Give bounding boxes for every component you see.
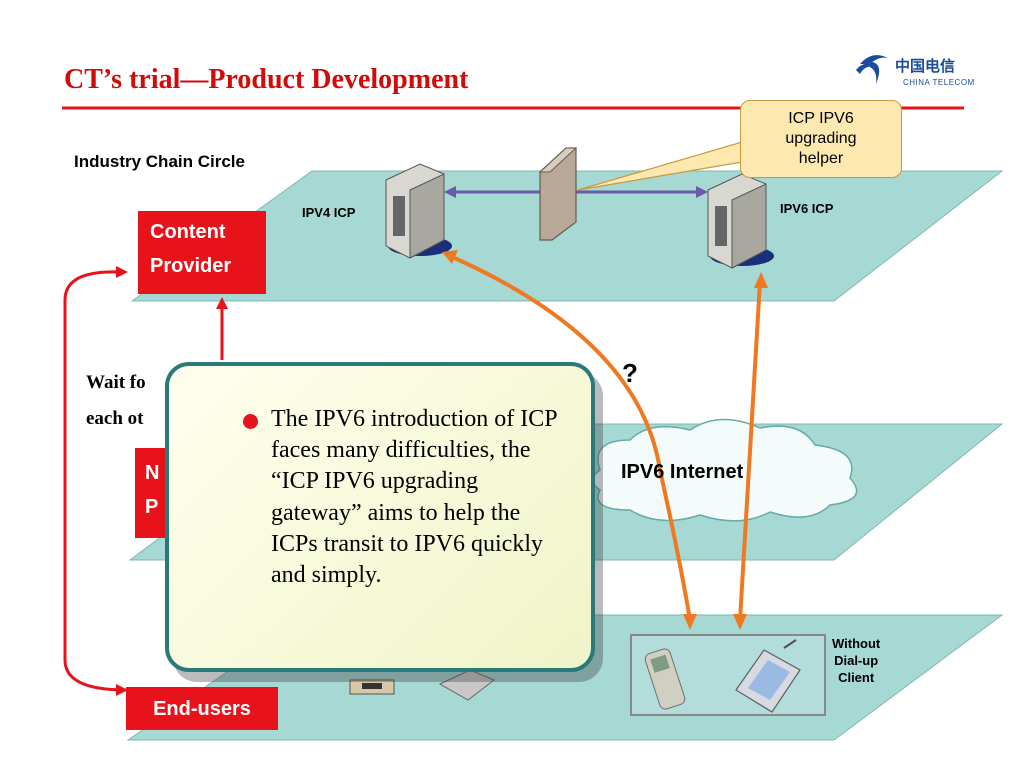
slide-title: CT’s trial—Product Development: [64, 64, 469, 95]
wait-line: each ot: [86, 408, 144, 430]
server-icon: [385, 163, 452, 259]
content-provider-line: Content: [150, 221, 226, 243]
without-client-line: Without: [832, 636, 881, 651]
bullet-icon: [243, 414, 258, 429]
circle-arrowhead-top: [116, 266, 128, 278]
pda-icon: [735, 639, 801, 713]
circle-arrowhead-bottom: [116, 684, 128, 696]
ipv6-internet-label: IPV6 Internet: [621, 461, 744, 483]
popup-text: The IPV6 introduction of ICP faces many …: [271, 406, 557, 588]
keyboard-icon: [438, 669, 495, 701]
server-icon: [707, 173, 774, 269]
content-provider-box: Content Provider: [138, 211, 266, 294]
network-provider-line: N: [145, 462, 160, 484]
callout-line: upgrading: [785, 130, 857, 147]
without-client-line: Client: [838, 669, 875, 685]
ipv6-icp-label: IPV6 ICP: [780, 201, 834, 216]
end-users-label: End-users: [153, 697, 251, 720]
content-provider-line: Provider: [150, 255, 232, 277]
without-client-line: Dial-up: [834, 652, 879, 668]
callout-line: ICP IPV6: [788, 110, 854, 127]
logo-text: 中国电信: [895, 57, 956, 75]
icp-link-head-right: [696, 186, 708, 198]
mobile-phone-icon: [644, 648, 686, 710]
ipv6-access-arrow: [738, 281, 762, 621]
circle-arrow-left: [63, 270, 127, 692]
question-mark: ?: [622, 358, 638, 388]
ipv4-icp-label: IPV4 ICP: [302, 205, 356, 220]
np-to-cp-arrowhead: [216, 297, 228, 309]
cloud-icon: [591, 418, 858, 522]
network-provider-line: P: [145, 496, 159, 518]
wait-line: Wait fo: [86, 372, 146, 393]
without-client-label: Without Dial-up Client: [832, 636, 880, 687]
chain-label: Industry Chain Circle: [74, 152, 245, 171]
device-frame: [630, 634, 826, 716]
end-users-box: End-users: [126, 687, 278, 730]
info-popup: The IPV6 introduction of ICP faces many …: [165, 362, 595, 672]
callout-line: helper: [798, 150, 844, 167]
callout-box: ICP IPV6 upgrading helper: [740, 100, 902, 178]
logo-subtext: CHINA TELECOM: [903, 78, 975, 87]
china-telecom-logo: [856, 55, 888, 84]
icp-link-head-left: [444, 186, 456, 198]
wait-text: Wait fo each ot: [86, 365, 146, 437]
ipv4-access-arrow: [449, 254, 692, 621]
